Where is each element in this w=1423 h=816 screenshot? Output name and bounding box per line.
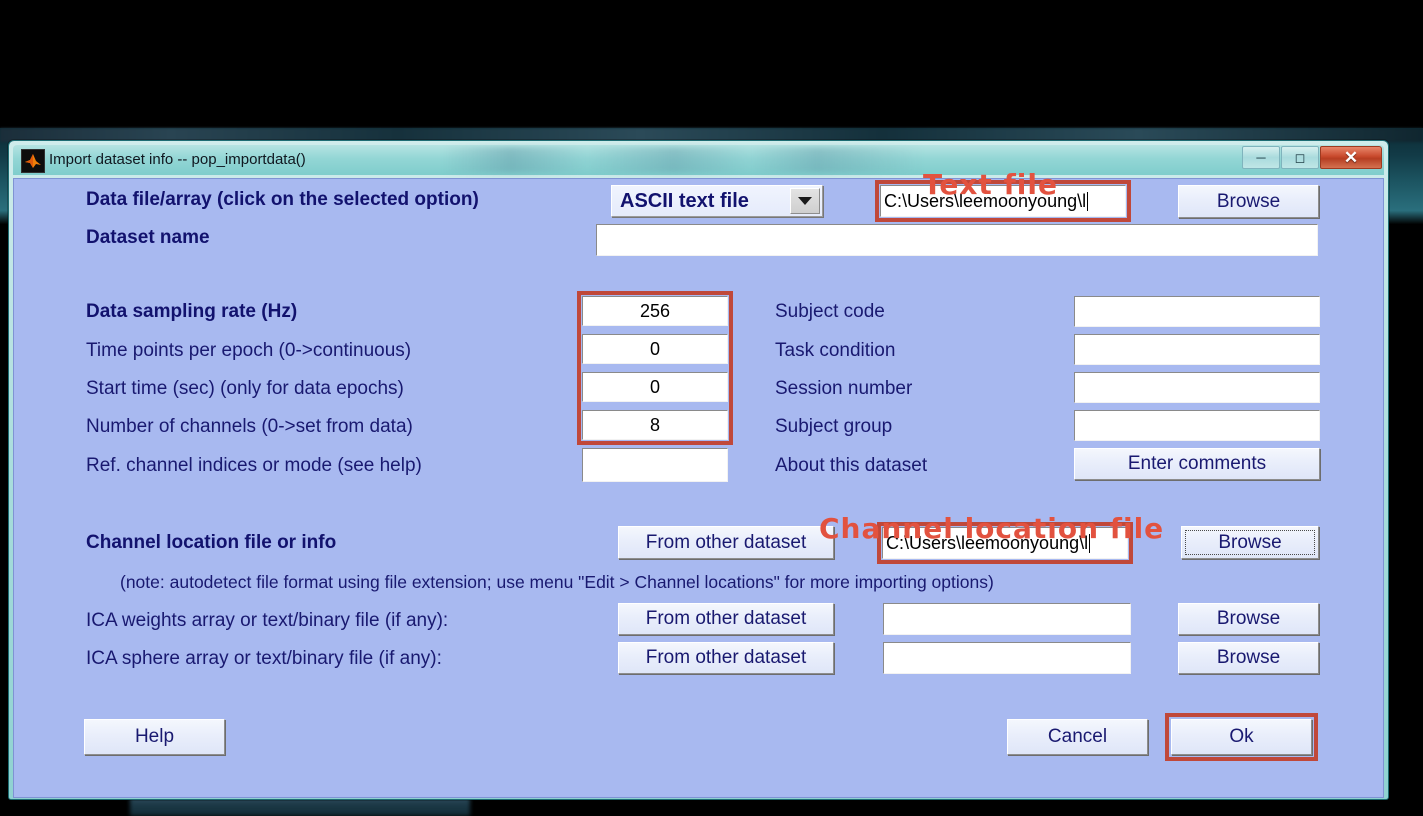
dialog-body: Data file/array (click on the selected o… (13, 178, 1384, 798)
ica-weights-browse-button[interactable]: Browse (1178, 603, 1319, 635)
task-condition-input[interactable] (1074, 334, 1320, 365)
help-button[interactable]: Help (84, 719, 225, 755)
ica-sphere-browse-button[interactable]: Browse (1178, 642, 1319, 674)
sampling-rate-value: 256 (639, 300, 671, 321)
ref-channel-label: Ref. channel indices or mode (see help) (86, 455, 422, 476)
cancel-label: Cancel (1047, 726, 1108, 747)
dataset-name-input[interactable] (596, 224, 1318, 256)
sampling-rate-label: Data sampling rate (Hz) (86, 301, 298, 322)
ica-weights-from-other-dataset-button[interactable]: From other dataset (618, 603, 834, 635)
channel-browse-button[interactable]: Browse (1181, 526, 1319, 559)
data-file-label: Data file/array (click on the selected o… (86, 189, 479, 210)
background-window-titlebar (0, 128, 1423, 142)
file-type-dropdown[interactable]: ASCII text file (611, 185, 823, 217)
subject-group-input[interactable] (1074, 410, 1320, 441)
start-time-value: 0 (649, 376, 660, 397)
close-glyph: ✕ (1343, 148, 1359, 167)
data-file-input[interactable]: C:\Users\leemoonyoung\l (880, 185, 1126, 217)
ica-weights-label: ICA weights array or text/binary file (i… (86, 610, 449, 631)
subject-code-input[interactable] (1074, 296, 1320, 327)
number-of-channels-label: Number of channels (0->set from data) (86, 416, 413, 437)
ica-sphere-input[interactable] (883, 642, 1131, 674)
channel-location-note: (note: autodetect file format using file… (120, 572, 994, 592)
subject-code-label: Subject code (775, 301, 885, 322)
enter-comments-label: Enter comments (1127, 453, 1267, 474)
ica-weights-input[interactable] (883, 603, 1131, 635)
maximize-glyph: ◻ (1294, 150, 1306, 165)
time-points-label: Time points per epoch (0->continuous) (86, 340, 412, 361)
task-condition-label: Task condition (775, 340, 896, 361)
chevron-down-glyph (798, 197, 812, 205)
start-time-label: Start time (sec) (only for data epochs) (86, 378, 404, 399)
cancel-button[interactable]: Cancel (1007, 719, 1148, 755)
time-points-input[interactable]: 0 (582, 334, 728, 364)
ok-button[interactable]: Ok (1171, 719, 1312, 755)
matlab-icon (21, 149, 45, 173)
annotation-channel-location-file: Channel location file (819, 512, 1165, 545)
chevron-down-icon[interactable] (790, 188, 820, 214)
channel-browse-label: Browse (1218, 531, 1282, 553)
data-file-browse-label: Browse (1216, 190, 1281, 212)
about-dataset-label: About this dataset (775, 455, 928, 476)
channel-from-other-dataset-label: From other dataset (645, 531, 807, 553)
minimize-glyph: ─ (1256, 150, 1266, 165)
text-caret (1087, 191, 1089, 211)
number-of-channels-value: 8 (649, 414, 660, 435)
window-title: Import dataset info -- pop_importdata() (49, 151, 306, 168)
start-time-input[interactable]: 0 (582, 372, 728, 402)
file-type-selected-value: ASCII text file (620, 189, 749, 212)
ok-label: Ok (1229, 726, 1254, 747)
title-bar[interactable]: Import dataset info -- pop_importdata() … (13, 145, 1384, 175)
channel-location-value: C:\Users\leemoonyoung\l (886, 532, 1089, 553)
ica-sphere-from-other-dataset-button[interactable]: From other dataset (618, 642, 834, 674)
dataset-name-label: Dataset name (86, 227, 210, 248)
ica-weights-browse-label: Browse (1216, 608, 1281, 629)
time-points-value: 0 (649, 338, 660, 359)
channel-location-label: Channel location file or info (86, 532, 337, 553)
ica-sphere-browse-label: Browse (1216, 647, 1281, 668)
close-icon[interactable]: ✕ (1320, 146, 1382, 169)
enter-comments-button[interactable]: Enter comments (1074, 448, 1320, 480)
ref-channel-input[interactable] (582, 448, 728, 482)
subject-group-label: Subject group (775, 416, 893, 437)
sampling-rate-input[interactable]: 256 (582, 296, 728, 326)
import-dataset-dialog: Import dataset info -- pop_importdata() … (8, 140, 1389, 800)
maximize-icon[interactable]: ◻ (1281, 146, 1319, 169)
channel-location-input[interactable]: C:\Users\leemoonyoung\l (882, 527, 1128, 559)
ica-sphere-label: ICA sphere array or text/binary file (if… (86, 648, 442, 669)
ica-sphere-from-other-dataset-label: From other dataset (645, 647, 807, 668)
data-file-browse-button[interactable]: Browse (1178, 185, 1319, 218)
number-of-channels-input[interactable]: 8 (582, 410, 728, 440)
data-file-value: C:\Users\leemoonyoung\l (884, 190, 1087, 211)
session-number-input[interactable] (1074, 372, 1320, 403)
minimize-icon[interactable]: ─ (1242, 146, 1280, 169)
background-menu-blur (443, 147, 923, 173)
text-caret-2 (1089, 533, 1091, 553)
channel-from-other-dataset-button[interactable]: From other dataset (618, 526, 834, 559)
help-label: Help (134, 726, 175, 747)
session-number-label: Session number (775, 378, 913, 399)
ica-weights-from-other-dataset-label: From other dataset (645, 608, 807, 629)
annotation-text-file: Text file (923, 168, 1058, 201)
